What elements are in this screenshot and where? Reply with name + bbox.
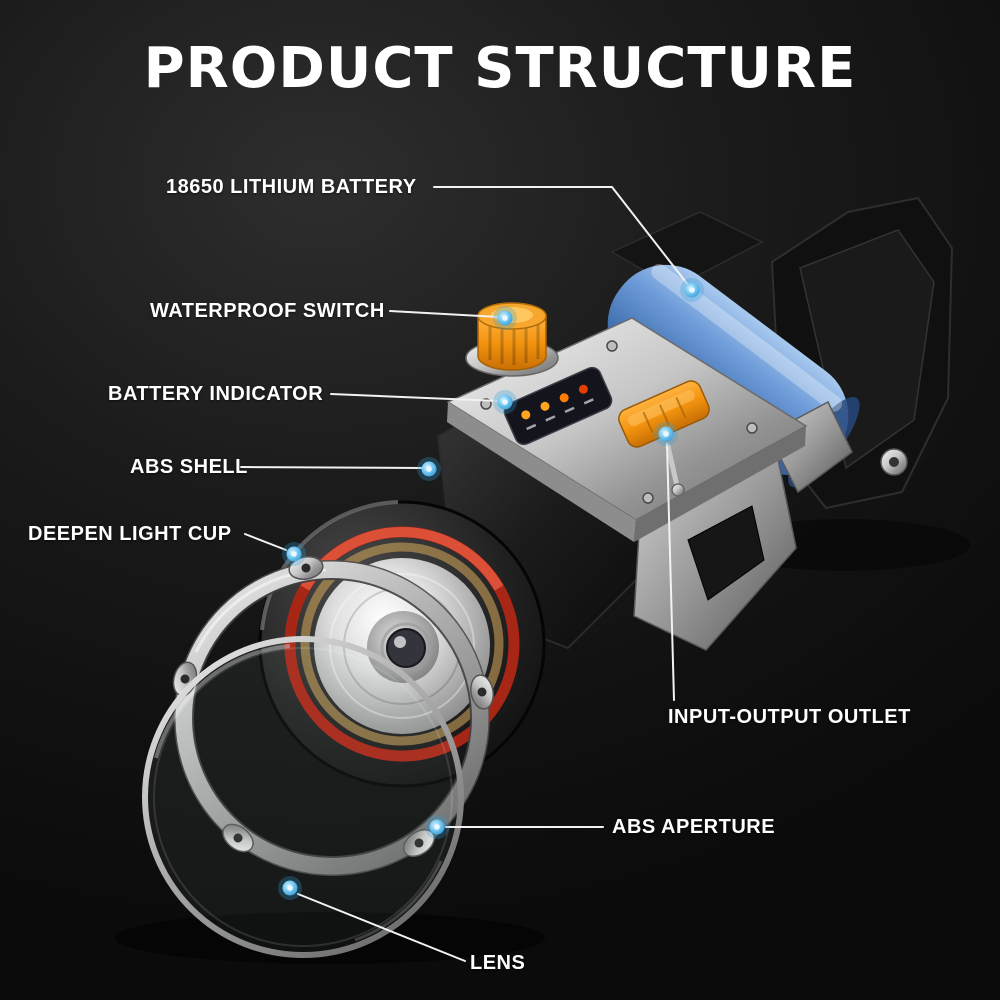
- label-18650-lithium-battery: 18650 LITHIUM BATTERY: [166, 176, 417, 198]
- indicator-led: [540, 401, 550, 411]
- switch-barrel: [477, 315, 547, 371]
- callout-dot-core: [502, 315, 508, 321]
- plate-screw: [746, 422, 758, 434]
- plate-front-edge: [447, 402, 636, 542]
- page-title: PRODUCT STRUCTURE: [143, 36, 857, 101]
- label-deepen-light-cup: DEEPEN LIGHT CUP: [28, 523, 232, 545]
- plate-screw: [642, 492, 654, 504]
- aperture-ring-body: [175, 561, 489, 875]
- label-abs-aperture: ABS APERTURE: [612, 816, 776, 838]
- indicator-led: [559, 393, 569, 403]
- callout-dot-core: [502, 399, 508, 405]
- led-highlight: [394, 636, 406, 648]
- aperture-ear: [470, 674, 494, 710]
- label-abs-shell: ABS SHELL: [130, 456, 248, 478]
- label-input-output-outlet: INPUT-OUTPUT OUTLET: [668, 706, 911, 728]
- waterproof-switch: [465, 302, 559, 377]
- cup-housing-highlight: [260, 500, 399, 631]
- plate-screw: [606, 340, 618, 352]
- callout-dot-core: [663, 431, 669, 437]
- aperture-ear: [222, 823, 254, 853]
- callout-dot-core: [287, 885, 293, 891]
- plate-right-edge: [634, 426, 806, 542]
- outlet-pin: [665, 443, 685, 497]
- battery-highlight: [651, 263, 843, 412]
- cup-gold-ring: [300, 542, 504, 746]
- leader-light-cup: [244, 533, 287, 551]
- callout-dot-core: [434, 824, 440, 830]
- indicator-led: [578, 384, 588, 394]
- leader-outlet: [666, 443, 675, 701]
- mount-arm-slot: [687, 505, 765, 601]
- leader-indicator: [330, 393, 500, 402]
- leader-battery: [433, 186, 693, 291]
- lens-glass: [142, 636, 464, 958]
- abs-aperture-ring: [172, 556, 494, 876]
- lens-highlight: [354, 860, 443, 942]
- leader-lines: [240, 186, 693, 962]
- label-waterproof-switch: WATERPROOF SWITCH: [150, 300, 385, 322]
- leader-switch: [389, 310, 500, 318]
- callout-dot-core: [426, 466, 432, 472]
- leader-shell: [240, 466, 423, 469]
- lens-highlight: [154, 644, 291, 759]
- battery-indicator-panel: [503, 366, 613, 446]
- label-lens: LENS: [470, 952, 526, 974]
- callout-dot-core: [689, 287, 695, 293]
- indicator-led: [521, 410, 531, 420]
- led-ring: [380, 622, 432, 674]
- callout-dot-core: [291, 551, 297, 557]
- lens-disc: [142, 636, 464, 958]
- label-battery-indicator: BATTERY INDICATOR: [108, 383, 324, 405]
- aperture-ear: [402, 828, 436, 858]
- aperture-ear: [288, 556, 324, 580]
- callout-dots: [278, 278, 704, 900]
- leader-lens: [297, 893, 466, 962]
